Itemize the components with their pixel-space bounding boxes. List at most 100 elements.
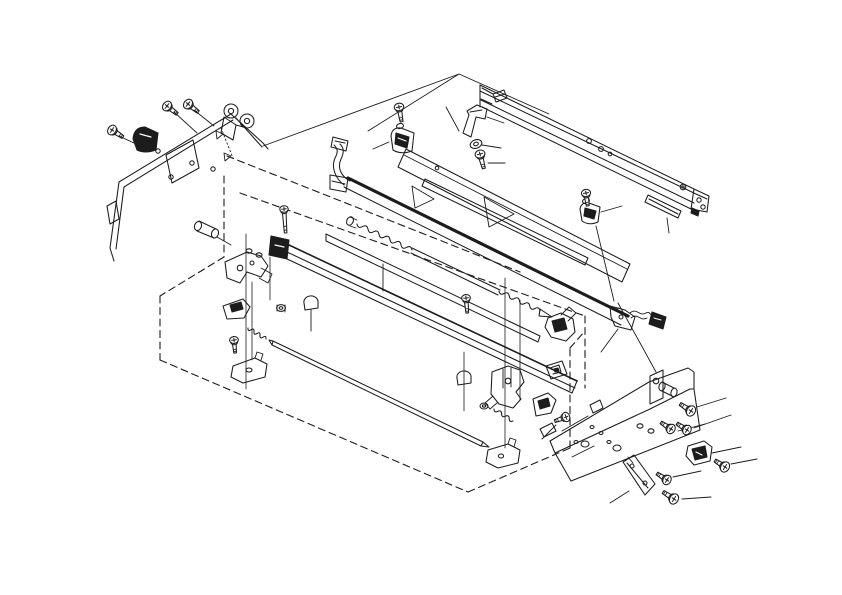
frame-notch-mark-2: [223, 152, 232, 162]
shaft-bushing-hook: [560, 306, 577, 322]
shoulder-screw-leader-1: [173, 111, 198, 134]
hinge-roller-end-2: [670, 387, 678, 398]
carriage-rail-right-end: [571, 380, 578, 394]
side-frame-hole: [155, 148, 161, 154]
spacer-cylinder-end-2: [210, 228, 220, 239]
mask-bar-end-bracket: [609, 305, 636, 331]
chassis-screw-3-leader: [693, 414, 732, 429]
chassis-hole-4: [647, 428, 655, 434]
chassis-right-edge: [687, 367, 695, 390]
upper-rail-end-hole-2: [700, 204, 706, 210]
head-ribbon-connector: [330, 136, 349, 152]
platen-strip-leader-line: [666, 217, 670, 234]
eject-plate-hole: [434, 165, 440, 171]
lever-bracket-screw: [229, 336, 239, 354]
guide-bracket-plate: [622, 454, 656, 496]
mask-bar-dark-edge: [346, 176, 630, 318]
bail-plate-top-edge: [325, 233, 541, 337]
upper-rail-end-clip: [492, 89, 508, 103]
cable-clamp-top-highlight: [397, 137, 407, 142]
chassis-hole-5: [598, 430, 604, 436]
carriage-rail-cap-highlight: [274, 244, 285, 248]
upper-rail-surface-hole-inner: [681, 185, 685, 189]
guide-cap-2: [456, 370, 472, 386]
hinge-bracket: [220, 116, 248, 141]
feed-shaft-cap-lines: [349, 216, 358, 229]
release-lever-body-lines: [502, 367, 512, 389]
chassis-hole-7: [573, 439, 579, 445]
hook-bracket-washer: [469, 139, 483, 149]
upper-rail-lower-edge: [480, 99, 695, 204]
cable-clamp-top-slot: [394, 132, 410, 149]
upper-rail-mount-hole-2: [598, 146, 604, 152]
damper-block-slot: [691, 445, 708, 461]
shoulder-screw-3: [107, 124, 125, 139]
rod-nut-2-hole: [481, 404, 487, 408]
hinge-boss-hole: [227, 107, 235, 115]
bail-rod-left-tip: [268, 339, 274, 346]
shaft-bushing-slot: [551, 317, 568, 333]
carriage-rail-left-cap: [268, 235, 290, 260]
sensor-cable-connector: [648, 311, 667, 330]
center-screw: [461, 294, 471, 314]
shoulder-screw-2: [182, 98, 200, 114]
side-frame-hole-3: [168, 174, 174, 180]
lever2-spring: [493, 408, 514, 423]
chassis-hole-8: [606, 439, 612, 445]
cable-clamp-right-leader: [600, 205, 623, 213]
hinge-roller-end: [658, 381, 666, 392]
lever-bracket-plate: [222, 298, 251, 320]
chassis-step-line: [561, 415, 595, 458]
upper-rail-top-edge: [479, 84, 695, 190]
spacer-cylinder: [196, 220, 217, 239]
head-ribbon-cable-edge: [332, 144, 345, 186]
chassis-left-edge: [549, 440, 572, 482]
eject-plate-leader-line: [445, 106, 460, 132]
chassis-hole: [580, 440, 590, 448]
hinge-boss-2-hole: [243, 117, 251, 125]
chassis-screw-1: [678, 402, 697, 417]
carriage-rail-mid-edge: [286, 251, 576, 389]
guide-bracket-notch: [627, 456, 634, 464]
washer-leader-line: [481, 144, 502, 149]
hook-bracket: [462, 104, 488, 138]
assembly-boundary-dash-top-diagonal: [226, 155, 521, 273]
lever-base-plate-hole: [245, 367, 253, 373]
explode-path-line-2: [367, 73, 460, 132]
release-lever-body: [490, 365, 525, 409]
frame-dotted-leader: [220, 127, 234, 159]
cable-clamp-leader-line: [372, 141, 390, 150]
cable-clamp-right-screw: [580, 188, 592, 207]
mask-bar-end-bracket-hole: [618, 314, 624, 320]
lever-bracket-plate-slot: [229, 301, 244, 313]
chassis-hole-3: [636, 423, 644, 429]
rod-nut-2: [479, 402, 489, 410]
damper-block: [685, 440, 713, 466]
chassis-screw-4-leader: [730, 458, 758, 465]
eject-plate-slot: [421, 178, 589, 266]
hinge-boss: [223, 103, 239, 119]
assembly-boundary-dash-corner-link: [569, 331, 585, 349]
chassis-hole-2: [612, 444, 622, 452]
chassis-floor-edge: [570, 388, 701, 482]
upper-rail-face-edge: [479, 90, 697, 195]
damper-block-highlight: [695, 451, 703, 456]
rod-nut-sides: [276, 304, 286, 313]
feed-shaft-thread-right: [498, 290, 541, 312]
sensor-cable-edge: [630, 315, 648, 320]
chassis-hole-6: [589, 424, 595, 430]
release-lever-hook: [258, 267, 273, 284]
upper-rail-bottom-edge: [481, 106, 692, 210]
frame-notch-mark: [215, 130, 224, 140]
rod-nut-hole: [278, 306, 284, 310]
hinge-post: [649, 369, 664, 405]
release-lever-bracket: [224, 251, 269, 284]
sensor-cable: [629, 310, 654, 317]
feed-shaft-tip: [538, 308, 553, 318]
eject-plate-inner-edge: [403, 154, 628, 270]
platen-strip: [644, 194, 682, 219]
chassis-wall-top-edge: [549, 367, 689, 442]
eject-plate-crease-mark: [411, 185, 435, 209]
hook-bracket-leader-line: [486, 116, 505, 124]
